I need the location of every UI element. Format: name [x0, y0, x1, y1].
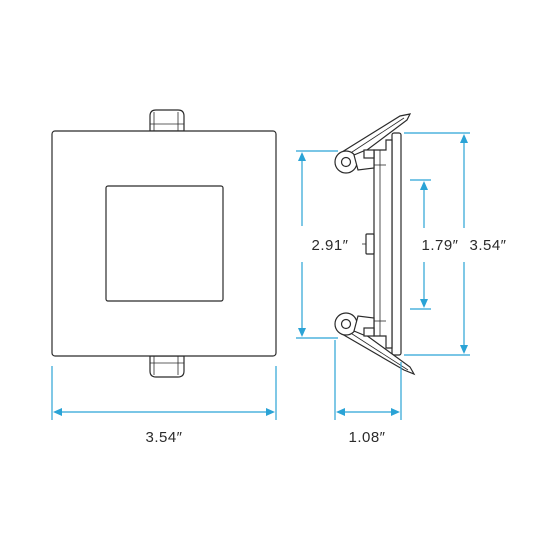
outer-trim: [51, 130, 277, 357]
spring-height-label: 2.91″: [311, 237, 348, 254]
front-width-dimension: 3.54″: [51, 366, 277, 446]
front-width-label: 3.54″: [145, 429, 182, 446]
lens-height-dimension: 1.79″: [410, 179, 458, 310]
top-mounting-bracket: [149, 109, 185, 132]
total-height-dimension: 3.54″: [404, 132, 506, 356]
side-view: [334, 113, 416, 376]
lens-height-label: 1.79″: [421, 237, 458, 254]
side-trim-flange: [391, 132, 402, 356]
bottom-mounting-bracket: [149, 355, 185, 378]
spring-height-dimension: 2.91″: [296, 150, 348, 339]
side-depth-dimension: 1.08″: [334, 340, 402, 446]
side-housing: [373, 139, 393, 349]
top-spring-clip: [334, 113, 412, 174]
inner-lens: [105, 185, 224, 302]
side-connector: [365, 233, 375, 255]
side-depth-label: 1.08″: [348, 429, 385, 446]
bottom-spring-clip: [334, 312, 416, 376]
front-view: [51, 109, 277, 378]
total-height-label: 3.54″: [469, 237, 506, 254]
